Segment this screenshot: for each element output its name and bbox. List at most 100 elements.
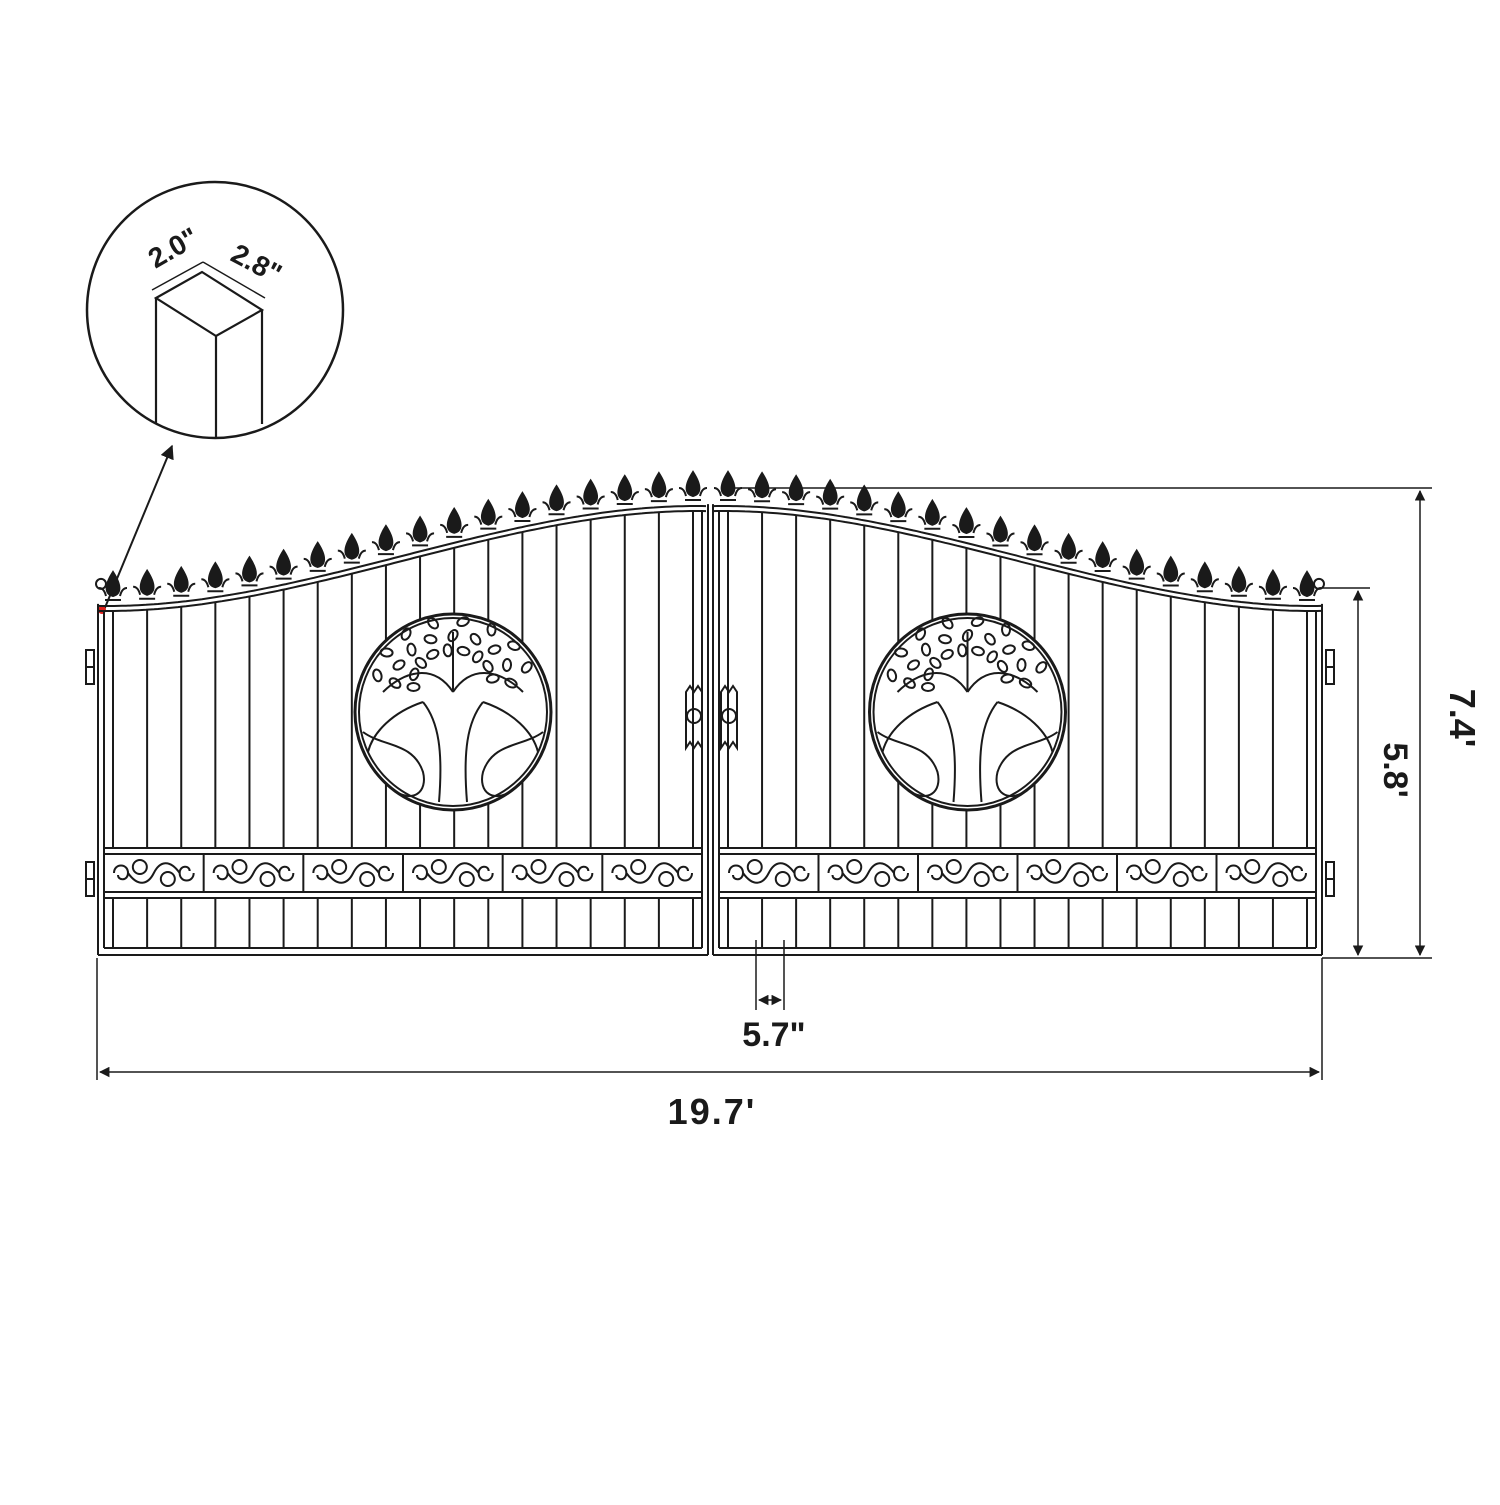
total-width-label: 19.7' bbox=[668, 1091, 757, 1132]
top-rail-curve bbox=[97, 505, 707, 607]
scroll-curl bbox=[312, 862, 394, 884]
tree-leaf bbox=[372, 668, 383, 683]
gate-leaf-right bbox=[712, 470, 1335, 956]
finial-leaf bbox=[610, 491, 639, 501]
spear-finial bbox=[105, 570, 121, 598]
spear-finial bbox=[856, 484, 872, 512]
tree-leaf bbox=[423, 634, 438, 645]
spear-finial bbox=[1061, 532, 1076, 560]
spear-finial bbox=[446, 506, 462, 534]
scroll-curl bbox=[927, 862, 1009, 884]
tree-leaf bbox=[1021, 640, 1036, 651]
scroll-loop bbox=[430, 859, 447, 875]
scroll-ornament bbox=[212, 859, 295, 887]
tree-leaf bbox=[442, 643, 453, 658]
tree-leaf bbox=[986, 650, 998, 664]
top-rail-curve-inner bbox=[97, 510, 707, 612]
finial-leaf bbox=[816, 495, 845, 505]
scroll-loop bbox=[1045, 859, 1062, 875]
finial-leaf bbox=[167, 582, 196, 592]
spear-finial bbox=[822, 478, 838, 506]
finial-leaf bbox=[576, 495, 605, 505]
scroll-loop bbox=[1144, 859, 1161, 875]
finial-leaf bbox=[1224, 582, 1253, 593]
tree-leaf bbox=[406, 682, 421, 692]
tree-leaf bbox=[482, 659, 494, 673]
finial-leaf bbox=[371, 541, 401, 551]
spear-finial bbox=[890, 491, 906, 519]
tree-leaf bbox=[1000, 673, 1015, 684]
scroll-loop bbox=[874, 871, 891, 887]
spear-finial bbox=[1265, 568, 1281, 596]
finial-leaf bbox=[884, 508, 913, 518]
finial-leaf bbox=[1190, 578, 1219, 588]
tree-medallion bbox=[353, 612, 553, 812]
scroll-loop bbox=[1172, 871, 1189, 887]
post-cap bbox=[1313, 577, 1325, 590]
scroll-ornament bbox=[728, 859, 810, 887]
tree-leaf bbox=[414, 656, 428, 669]
finial-leaf bbox=[1088, 557, 1117, 568]
scroll-loop bbox=[558, 871, 575, 887]
tree-medallion-inner bbox=[358, 617, 548, 807]
tree-leaf bbox=[456, 645, 471, 657]
latch-ring bbox=[721, 708, 737, 724]
tree-leaf bbox=[921, 682, 935, 692]
scroll-loop bbox=[159, 871, 176, 887]
tree-leaf bbox=[456, 616, 470, 628]
tree-leaf bbox=[501, 658, 513, 672]
post-cap bbox=[95, 577, 107, 590]
finial-leaf bbox=[474, 515, 503, 525]
tree-leaf bbox=[906, 659, 921, 671]
tree-leaf bbox=[447, 629, 459, 643]
tree-leaf bbox=[1035, 661, 1048, 674]
scroll-curl bbox=[212, 862, 295, 884]
tree-leaf bbox=[957, 643, 968, 658]
finial-leaf bbox=[269, 565, 298, 575]
finial-leaf bbox=[678, 487, 708, 497]
tree-of-life-icon bbox=[362, 616, 544, 803]
tree-leaf bbox=[996, 659, 1009, 673]
tree-of-life-icon bbox=[876, 616, 1059, 803]
finial-leaf bbox=[952, 523, 981, 534]
tree-leaf bbox=[485, 673, 500, 684]
scroll-loop bbox=[973, 871, 990, 887]
finial-leaf bbox=[303, 557, 332, 568]
spear-finial bbox=[1197, 561, 1213, 589]
scroll-ornament bbox=[511, 859, 594, 887]
spear-finial bbox=[1129, 548, 1145, 576]
scroll-ornament bbox=[1225, 859, 1307, 887]
tree-leaf bbox=[520, 661, 533, 674]
tree-leaf bbox=[392, 659, 406, 671]
spear-finial bbox=[515, 491, 530, 519]
tree-leaf bbox=[894, 647, 909, 658]
gate-leaf-left bbox=[85, 470, 709, 956]
tree-leaf bbox=[379, 647, 394, 658]
tree-leaf bbox=[486, 622, 497, 637]
scroll-curl bbox=[1225, 862, 1307, 884]
spear-finial bbox=[139, 568, 155, 596]
post-dimension-ticks bbox=[151, 261, 266, 299]
tree-leaf bbox=[971, 645, 985, 657]
scroll-curl bbox=[1026, 862, 1108, 884]
post-cross-section bbox=[153, 270, 265, 438]
double-gate bbox=[85, 470, 1335, 956]
finial-leaf bbox=[1122, 565, 1151, 575]
center-height-label: 7.4' bbox=[1442, 689, 1483, 748]
tree-leaf bbox=[504, 677, 518, 689]
scroll-curl bbox=[511, 862, 594, 884]
scroll-curl bbox=[728, 862, 810, 884]
spear-finial bbox=[242, 555, 257, 583]
side-height-label: 5.8' bbox=[1376, 742, 1414, 797]
tree-leaf bbox=[1000, 622, 1012, 637]
scroll-ornament bbox=[927, 859, 1009, 887]
spear-finial bbox=[617, 474, 633, 502]
tree-medallion-inner bbox=[872, 617, 1063, 807]
scroll-loop bbox=[231, 859, 248, 875]
tree-leaf bbox=[1002, 644, 1016, 655]
spear-finial bbox=[310, 541, 326, 568]
scroll-loop bbox=[1272, 871, 1289, 887]
finial-leaf bbox=[644, 488, 673, 498]
spear-finial bbox=[173, 565, 189, 593]
